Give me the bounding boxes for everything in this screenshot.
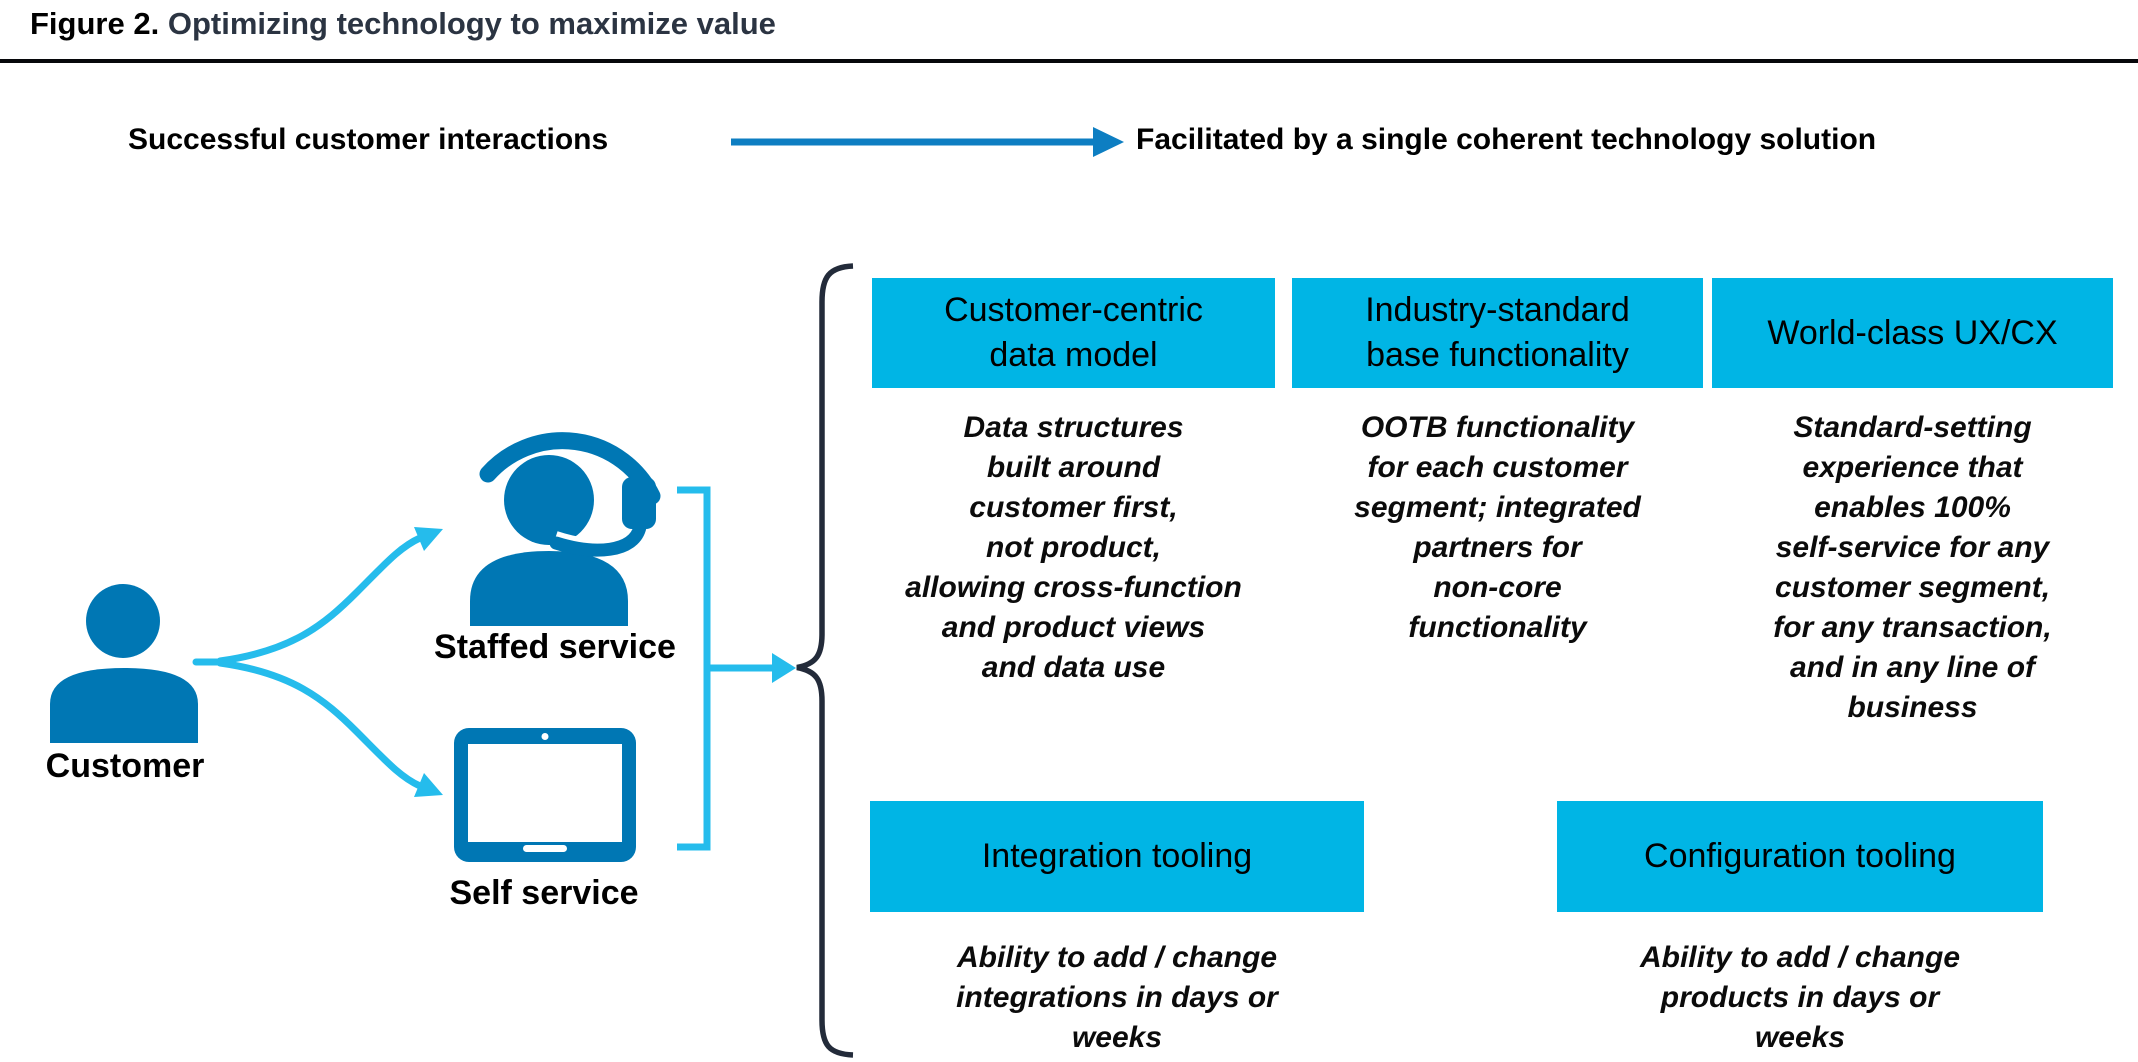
pillar-desc-configuration-tooling: Ability to add / change products in days… — [1639, 941, 1961, 1054]
pillar-desc-world-class-ux-cx: Standard-setting experience that enables… — [1773, 411, 2052, 724]
customer-icon — [50, 584, 198, 743]
service-bracket-icon — [677, 486, 772, 851]
upper-arrowhead-icon — [414, 527, 443, 551]
flow-arrow-icon — [731, 127, 1124, 157]
figure-label: Figure 2. — [30, 6, 160, 41]
pillar-industry-standard-base-functionality: Industry-standard base functionality — [1292, 278, 1703, 388]
pillar-integration-tooling: Integration tooling — [870, 801, 1364, 912]
lower-arrowhead-icon — [414, 773, 443, 797]
flow-target-label: Facilitated by a single coherent technol… — [1136, 123, 1877, 156]
pillar-configuration-tooling: Configuration tooling — [1557, 801, 2043, 912]
title-divider — [0, 59, 2138, 63]
pillar-desc-industry-standard-base-functionality: OOTB functionality for each customer seg… — [1354, 411, 1641, 644]
figure-title: Figure 2. Optimizing technology to maxim… — [30, 6, 776, 42]
customer-label: Customer — [45, 747, 205, 785]
flow-source-label: Successful customer interactions — [128, 123, 609, 156]
self-service-icon — [454, 728, 636, 862]
bracket-arrowhead-icon — [772, 653, 796, 683]
pillar-customer-centric-data-model: Customer-centric data model — [872, 278, 1275, 388]
figure-title-text: Optimizing technology to maximize value — [167, 6, 776, 41]
pillar-desc-integration-tooling: Ability to add / change integrations in … — [956, 941, 1278, 1054]
curly-brace-icon — [796, 263, 854, 1058]
staffed-service-label: Staffed service — [434, 628, 676, 666]
split-arrows-icon — [192, 534, 424, 790]
staffed-service-icon — [470, 432, 661, 626]
self-service-label: Self service — [449, 874, 639, 912]
pillar-desc-customer-centric-data-model: Data structures built around customer fi… — [905, 411, 1242, 684]
pillar-world-class-ux-cx: World-class UX/CX — [1712, 278, 2113, 388]
